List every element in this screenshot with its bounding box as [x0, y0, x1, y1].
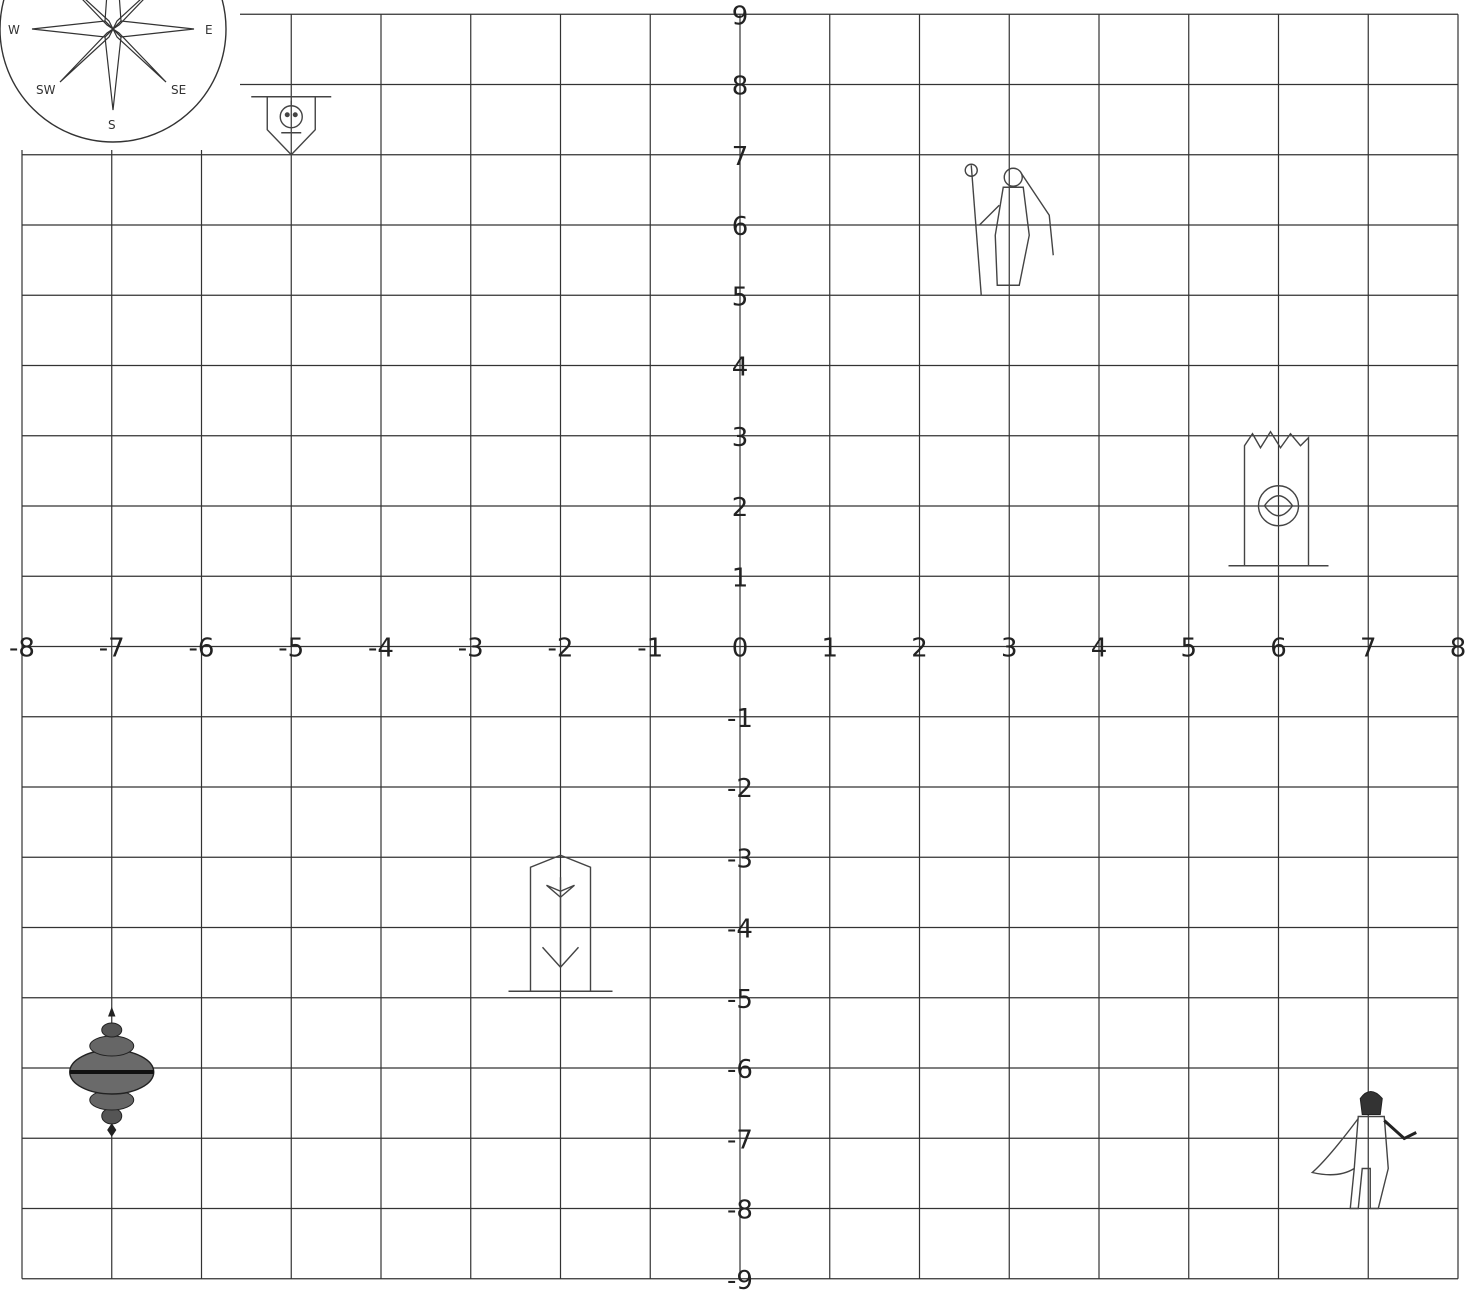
x-axis-tick-label: -2: [548, 634, 574, 664]
compass-rose: W E SW SE S: [0, 0, 240, 150]
y-axis-tick-label: 5: [732, 282, 749, 312]
x-axis-tick-label: -1: [637, 634, 663, 664]
x-axis-tick-label: 3: [1001, 634, 1018, 664]
x-axis-tick-label: 1: [821, 634, 838, 664]
y-axis-tick-label: -5: [727, 985, 753, 1015]
y-axis-tick-label: -1: [727, 704, 753, 734]
y-axis-tick-label: -4: [727, 915, 753, 945]
x-axis-tick-label: -3: [458, 634, 484, 664]
x-axis-tick-label: 0: [732, 634, 749, 664]
y-axis-tick-label: 9: [732, 1, 749, 31]
x-axis-tick-label: -5: [278, 634, 304, 664]
y-axis-tick-label: 8: [732, 72, 749, 102]
y-axis-tick-label: 6: [732, 212, 749, 242]
y-axis-tick-label: -6: [727, 1055, 753, 1085]
x-axis-tick-label: 4: [1091, 634, 1108, 664]
y-axis-tick-label: 1: [732, 563, 749, 593]
x-axis-tick-label: -6: [189, 634, 215, 664]
y-axis-tick-label: 7: [732, 142, 749, 172]
y-axis-tick-label: -8: [727, 1196, 753, 1226]
x-axis-tick-label: 7: [1360, 634, 1377, 664]
lantern-icon: [70, 1008, 154, 1136]
compass-southwest-label: SW: [36, 83, 56, 97]
x-axis-tick-label: 2: [911, 634, 928, 664]
x-axis-labels: -8 -7 -6 -5 -4 -3 -2 -1 0 1 2 3 4 5 6 7 8: [9, 634, 1466, 664]
compass-west-label: W: [8, 23, 20, 37]
y-axis-tick-label: -7: [727, 1125, 753, 1155]
x-axis-tick-label: 6: [1270, 634, 1287, 664]
x-axis-tick-label: -8: [9, 634, 35, 664]
compass-southeast-label: SE: [171, 83, 186, 97]
x-axis-tick-label: 8: [1450, 634, 1467, 664]
x-axis-tick-label: 5: [1180, 634, 1197, 664]
y-axis-tick-label: 2: [732, 493, 749, 523]
y-axis-tick-label: -2: [727, 774, 753, 804]
x-axis-tick-label: -7: [99, 634, 125, 664]
x-axis-tick-label: -4: [368, 634, 394, 664]
hooded-rogue-icon: [1312, 1092, 1416, 1209]
y-axis-tick-label: -3: [727, 844, 753, 874]
y-axis-tick-label: 3: [732, 423, 749, 453]
compass-south-label: S: [108, 118, 116, 132]
compass-east-label: E: [205, 23, 213, 37]
y-axis-tick-label: 4: [732, 353, 749, 383]
y-axis-tick-label: -9: [727, 1266, 753, 1290]
